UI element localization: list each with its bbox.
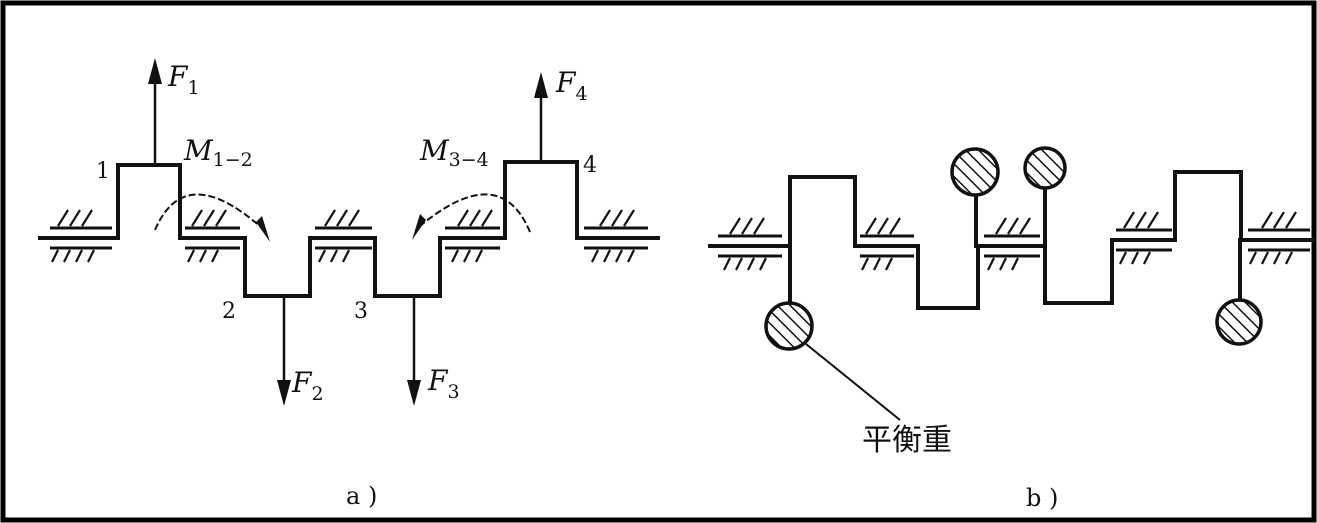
moment-arc-m12 xyxy=(154,193,270,242)
label-f3: F3 xyxy=(427,364,460,403)
force-arrow-f3 xyxy=(407,296,421,406)
force-arrow-f1 xyxy=(148,58,162,165)
counterweight-3 xyxy=(1023,146,1067,190)
force-arrow-f2 xyxy=(277,296,291,406)
counterweight-leader-line xyxy=(805,343,901,421)
panel-b-crankshaft xyxy=(708,170,1315,310)
panel-b-caption: b ) xyxy=(1026,484,1058,512)
label-f2: F2 xyxy=(291,366,324,405)
label-m34: M3−4 xyxy=(419,134,489,171)
moment-arc-m34 xyxy=(412,193,531,240)
label-m12: M1−2 xyxy=(183,134,253,171)
crank-number-1: 1 xyxy=(96,159,110,184)
panel-b: 平衡重 b ) xyxy=(708,146,1315,512)
counterweight-1 xyxy=(764,301,814,351)
force-arrow-f4 xyxy=(534,72,548,162)
panel-a-caption: a ) xyxy=(346,482,377,510)
counterweight-4 xyxy=(1215,298,1263,346)
label-f1: F1 xyxy=(167,60,200,99)
crank-number-3: 3 xyxy=(354,299,368,324)
panel-a-crankshaft xyxy=(38,160,660,298)
crank-number-4: 4 xyxy=(583,153,597,178)
label-f4: F4 xyxy=(555,66,588,105)
panel-b-bearings xyxy=(718,211,1310,271)
counterweight-label: 平衡重 xyxy=(862,423,952,458)
counterweight-2 xyxy=(950,147,1000,197)
crank-number-2: 2 xyxy=(222,299,236,324)
panel-a: F1 F2 F3 F4 M1−2 M3−4 1 2 3 4 a ) xyxy=(38,58,660,510)
panel-a-bearings xyxy=(50,209,648,263)
